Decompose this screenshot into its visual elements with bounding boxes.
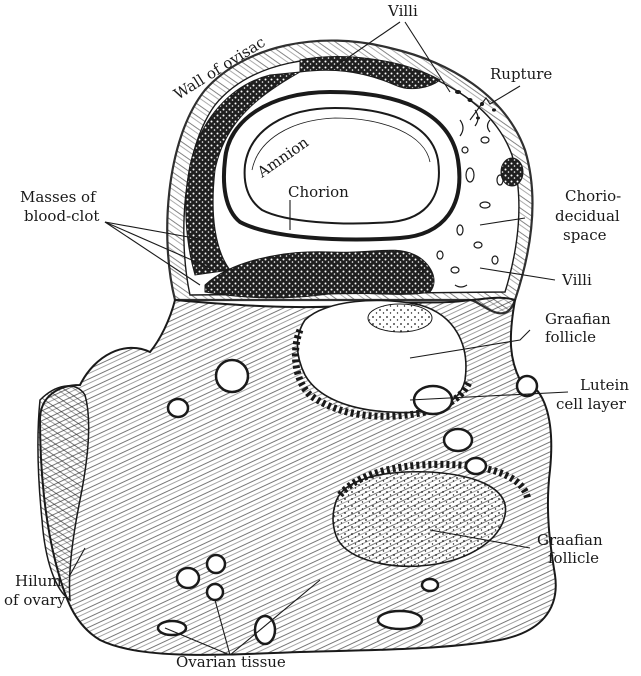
label-chorio-line1: Chorio-: [565, 187, 621, 205]
label-lutein-line1: Lutein: [580, 376, 629, 394]
follicle-granular-mass: [368, 304, 432, 332]
label-graafian-lower-line1: Graafian: [537, 531, 603, 549]
label-lutein-line2: cell layer: [556, 395, 627, 413]
label-chorio-line2: decidual: [555, 207, 620, 225]
label-villi-top: Villi: [387, 2, 418, 20]
label-chorion: Chorion: [288, 183, 349, 201]
label-masses-line2: blood-clot: [24, 207, 99, 225]
label-graafian-upper-line1: Graafian: [545, 310, 611, 328]
blood-clot-small: [501, 158, 523, 186]
label-masses-line1: Masses of: [20, 188, 97, 206]
label-ovarian-tissue: Ovarian tissue: [176, 653, 286, 671]
ovary-body: [38, 298, 556, 655]
label-villi-right: Villi: [561, 271, 592, 289]
label-graafian-upper-line2: follicle: [545, 328, 596, 346]
label-hilum-line1: Hilum: [15, 572, 62, 590]
ovisac: [167, 41, 532, 314]
label-graafian-lower-line2: follicle: [548, 549, 599, 567]
label-chorio-line3: space: [563, 226, 607, 244]
label-rupture: Rupture: [490, 65, 552, 83]
label-hilum-line2: of ovary: [4, 591, 66, 609]
